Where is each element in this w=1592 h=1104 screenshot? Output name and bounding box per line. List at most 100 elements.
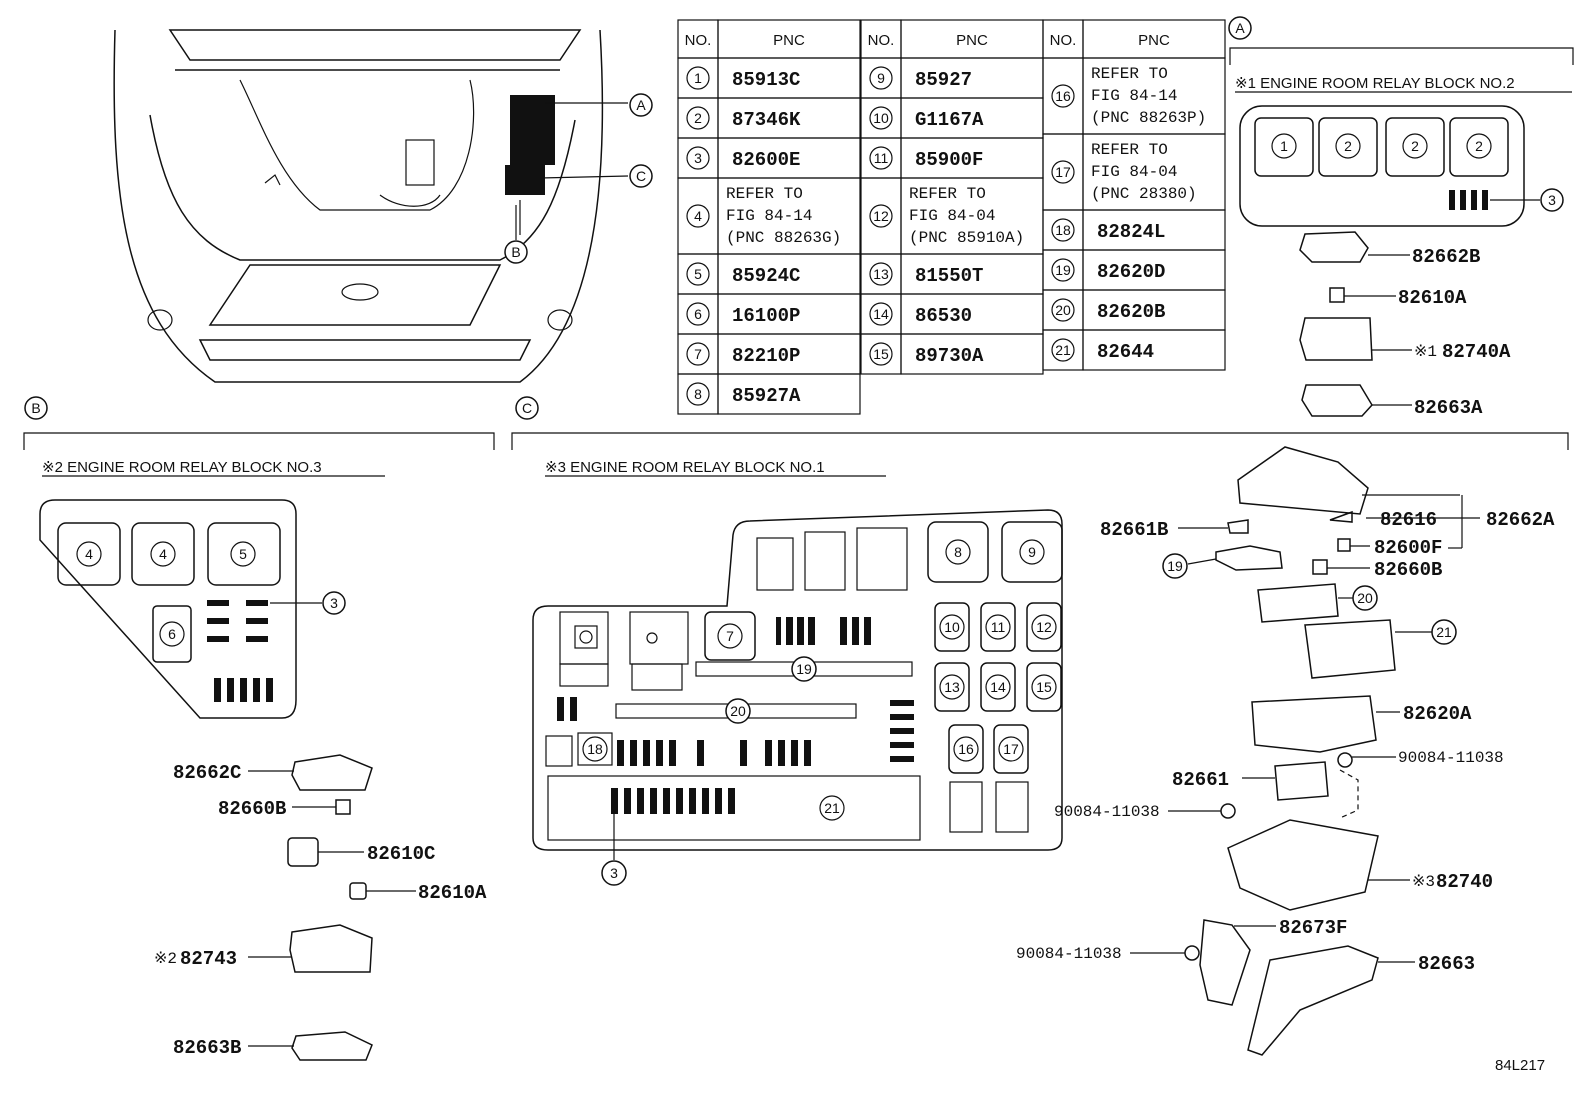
svg-text:21: 21: [1436, 624, 1452, 640]
pnc-reference-line: REFER TO: [1091, 141, 1168, 159]
ref-number-circle: [686, 382, 710, 406]
ref-number: 8: [694, 386, 702, 402]
svg-text:6: 6: [168, 626, 176, 642]
pnc-code: 89730A: [915, 345, 984, 367]
ref-number-circle: [686, 302, 710, 326]
pnc-code: 82824L: [1097, 221, 1165, 243]
ref-number: 15: [873, 346, 889, 362]
callout-a-overview: A: [629, 93, 653, 117]
svg-text:19: 19: [796, 661, 812, 677]
pnc-reference-line: REFER TO: [1091, 65, 1168, 83]
pnc-code: 82620B: [1097, 301, 1165, 323]
part-82743: 82743: [180, 948, 237, 970]
ref-number: 4: [694, 208, 702, 224]
pnc-reference-line: (PNC 28380): [1091, 185, 1197, 203]
pnc-reference-line: FIG 84-04: [909, 207, 995, 225]
svg-text:B: B: [511, 244, 520, 260]
pnc-code: 82644: [1097, 341, 1154, 363]
section-c-title: ※3 ENGINE ROOM RELAY BLOCK NO.1: [545, 459, 825, 476]
pnc-code: 82620D: [1097, 261, 1165, 283]
ref-number: 13: [873, 266, 889, 282]
part-82663a: 82663A: [1414, 397, 1483, 419]
svg-text:9: 9: [1028, 544, 1036, 560]
svg-text:2: 2: [1411, 138, 1419, 154]
ref-number: 5: [694, 266, 702, 282]
pnc-reference-line: FIG 84-14: [1091, 87, 1177, 105]
table-cell-pnc: [1082, 329, 1226, 371]
svg-text:2: 2: [1344, 138, 1352, 154]
ref-number-circle: [869, 262, 893, 286]
part-82661: 82661: [1172, 769, 1229, 791]
ref-number-circle: [1051, 338, 1075, 362]
table-header-pnc-label: PNC: [1138, 32, 1170, 49]
pnc-code: 85927A: [732, 385, 801, 407]
svg-text:16: 16: [958, 741, 974, 757]
ref-number-circle: [869, 342, 893, 366]
figure-code: 84L217: [1495, 1057, 1545, 1074]
pnc-code: 85927: [915, 69, 972, 91]
svg-text:10: 10: [944, 619, 960, 635]
pnc-code: 86530: [915, 305, 972, 327]
ref-number-circle: [1051, 298, 1075, 322]
section-a: A ※1 ENGINE ROOM RELAY BLOCK NO.2 1 2 2 …: [1228, 16, 1574, 419]
pnc-code: 81550T: [915, 265, 983, 287]
ref-number-circle: [686, 342, 710, 366]
svg-text:2: 2: [1475, 138, 1483, 154]
pnc-reference-line: (PNC 85910A): [909, 229, 1024, 247]
part-82660b-c: 82660B: [1374, 559, 1442, 581]
ref-number: 21: [1055, 342, 1071, 358]
part-82663b: 82663B: [173, 1037, 241, 1059]
pnc-reference-line: FIG 84-14: [726, 207, 812, 225]
ref-number: 7: [694, 346, 702, 362]
ref-number: 16: [1055, 88, 1071, 104]
ref-number-circle: [1051, 160, 1075, 184]
ref-number-circle: [1051, 84, 1075, 108]
pnc-code: G1167A: [915, 109, 984, 131]
svg-text:19: 19: [1167, 558, 1183, 574]
svg-text:20: 20: [1357, 590, 1373, 606]
svg-text:15: 15: [1036, 679, 1052, 695]
ref-number-circle: [869, 106, 893, 130]
table-header-no-label: NO.: [685, 32, 712, 49]
part-82662a: 82662A: [1486, 509, 1555, 531]
part-82661b: 82661B: [1100, 519, 1168, 541]
pnc-reference-line: REFER TO: [726, 185, 803, 203]
table-header-no-label: NO.: [1050, 32, 1077, 49]
section-b: B ※2 ENGINE ROOM RELAY BLOCK NO.3 4 4 5 …: [23, 396, 495, 1061]
engine-overview: [113, 29, 629, 383]
ref-number: 11: [874, 150, 889, 166]
ref-number-circle: [1051, 258, 1075, 282]
ref-number-circle: [686, 66, 710, 90]
svg-text:※1: ※1: [1414, 343, 1437, 361]
svg-text:12: 12: [1036, 619, 1052, 635]
part-82610a: 82610A: [1398, 287, 1467, 309]
ref-number-circle: [869, 146, 893, 170]
svg-text:B: B: [31, 400, 40, 416]
ref-number: 17: [1055, 164, 1071, 180]
ref-number: 12: [873, 208, 889, 224]
svg-text:11: 11: [991, 619, 1006, 635]
svg-text:3: 3: [330, 595, 338, 611]
ref-number-circle: [686, 106, 710, 130]
table-header-no-label: NO.: [868, 32, 895, 49]
ref-number: 1: [694, 70, 702, 86]
table-cell-pnc: [717, 373, 861, 415]
ref-number-circle: [869, 302, 893, 326]
ref-number: 3: [694, 150, 702, 166]
pnc-code: 85913C: [732, 69, 800, 91]
callout-c-overview: C: [629, 164, 653, 188]
section-b-title: ※2 ENGINE ROOM RELAY BLOCK NO.3: [42, 459, 322, 476]
svg-text:20: 20: [730, 703, 746, 719]
svg-text:※3: ※3: [1412, 873, 1435, 891]
svg-text:A: A: [1235, 20, 1245, 36]
part-82740: 82740: [1436, 871, 1493, 893]
part-82620a: 82620A: [1403, 703, 1472, 725]
pnc-code: 82210P: [732, 345, 800, 367]
part-82600f: 82600F: [1374, 537, 1442, 559]
callout-b-overview: B: [504, 240, 528, 264]
svg-text:C: C: [636, 168, 646, 184]
table-header-pnc-label: PNC: [956, 32, 988, 49]
pnc-reference-line: FIG 84-04: [1091, 163, 1177, 181]
